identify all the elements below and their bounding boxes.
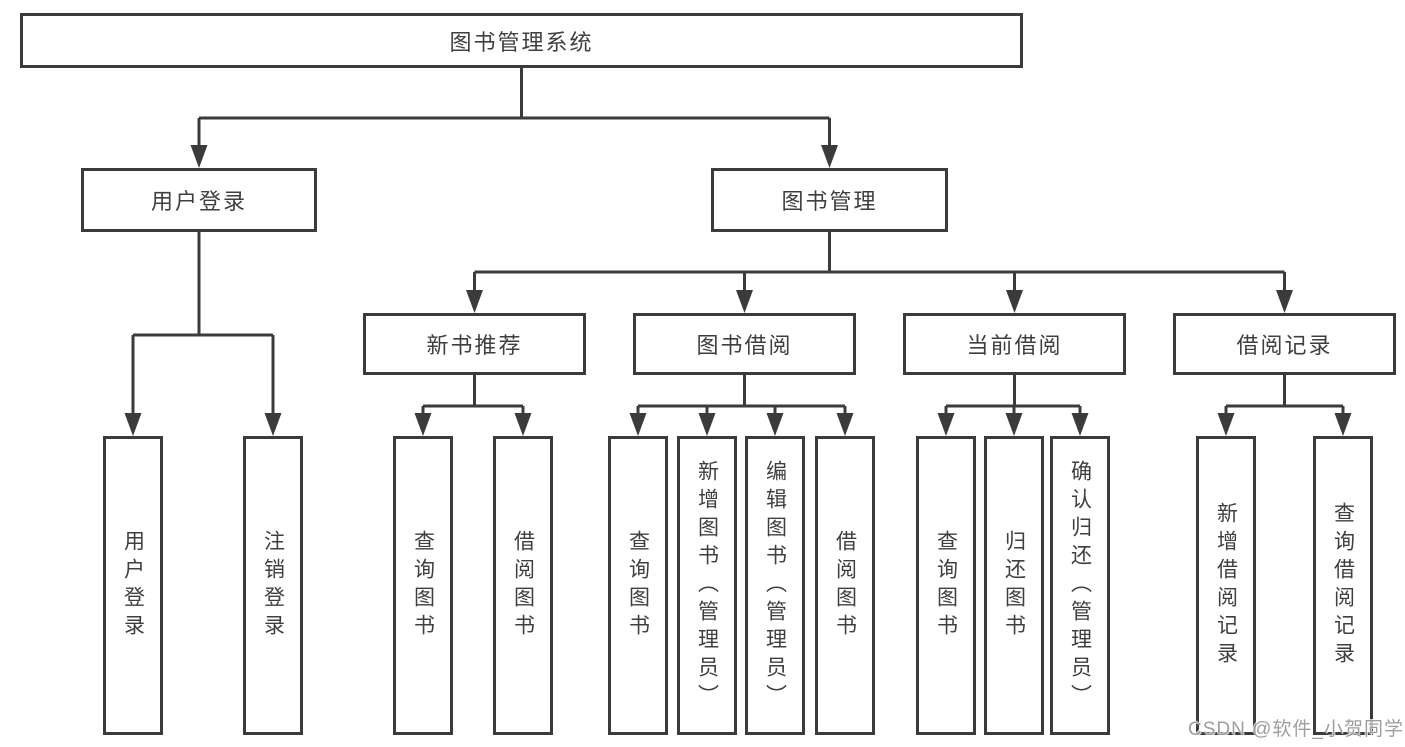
node-label: 确认归还（管理员） (1068, 459, 1092, 712)
node-borrowing-records: 借阅记录 (1173, 313, 1396, 375)
node-query-books-2: 查询图书 (608, 436, 668, 735)
node-book-borrowing: 图书借阅 (633, 313, 856, 375)
node-return-books: 归还图书 (984, 436, 1044, 735)
watermark: CSDN @软件_小贺同学 (1188, 719, 1404, 740)
node-logout: 注销登录 (243, 436, 303, 735)
node-label: 注销登录 (261, 529, 285, 642)
node-edit-books-admin: 编辑图书（管理员） (745, 436, 805, 735)
node-label: 借阅图书 (511, 529, 535, 642)
node-query-books-3: 查询图书 (916, 436, 976, 735)
node-label: 借阅图书 (833, 529, 857, 642)
node-label: 编辑图书（管理员） (763, 459, 787, 712)
node-user-login-leaf: 用户登录 (103, 436, 163, 735)
node-label: 查询图书 (934, 529, 958, 642)
node-borrow-books-1: 借阅图书 (493, 436, 553, 735)
node-label: 新增图书（管理员） (695, 459, 719, 712)
node-new-book-recommendation: 新书推荐 (363, 313, 586, 375)
node-label: 用户登录 (121, 529, 145, 642)
node-label: 查询图书 (411, 529, 435, 642)
node-borrow-books-2: 借阅图书 (815, 436, 875, 735)
node-root-library-management-system: 图书管理系统 (20, 13, 1023, 68)
node-user-login: 用户登录 (81, 168, 317, 232)
node-confirm-return-admin: 确认归还（管理员） (1050, 436, 1110, 735)
node-add-books-admin: 新增图书（管理员） (677, 436, 737, 735)
node-query-borrow-record: 查询借阅记录 (1313, 436, 1373, 735)
node-query-books-1: 查询图书 (393, 436, 453, 735)
node-add-borrow-record: 新增借阅记录 (1196, 436, 1256, 735)
node-label: 查询借阅记录 (1331, 501, 1355, 670)
node-label: 归还图书 (1002, 529, 1026, 642)
node-label: 查询图书 (626, 529, 650, 642)
node-current-borrowing: 当前借阅 (903, 313, 1126, 375)
node-book-management: 图书管理 (711, 168, 948, 232)
arrowheads (124, 145, 1352, 436)
node-label: 新增借阅记录 (1214, 501, 1238, 670)
